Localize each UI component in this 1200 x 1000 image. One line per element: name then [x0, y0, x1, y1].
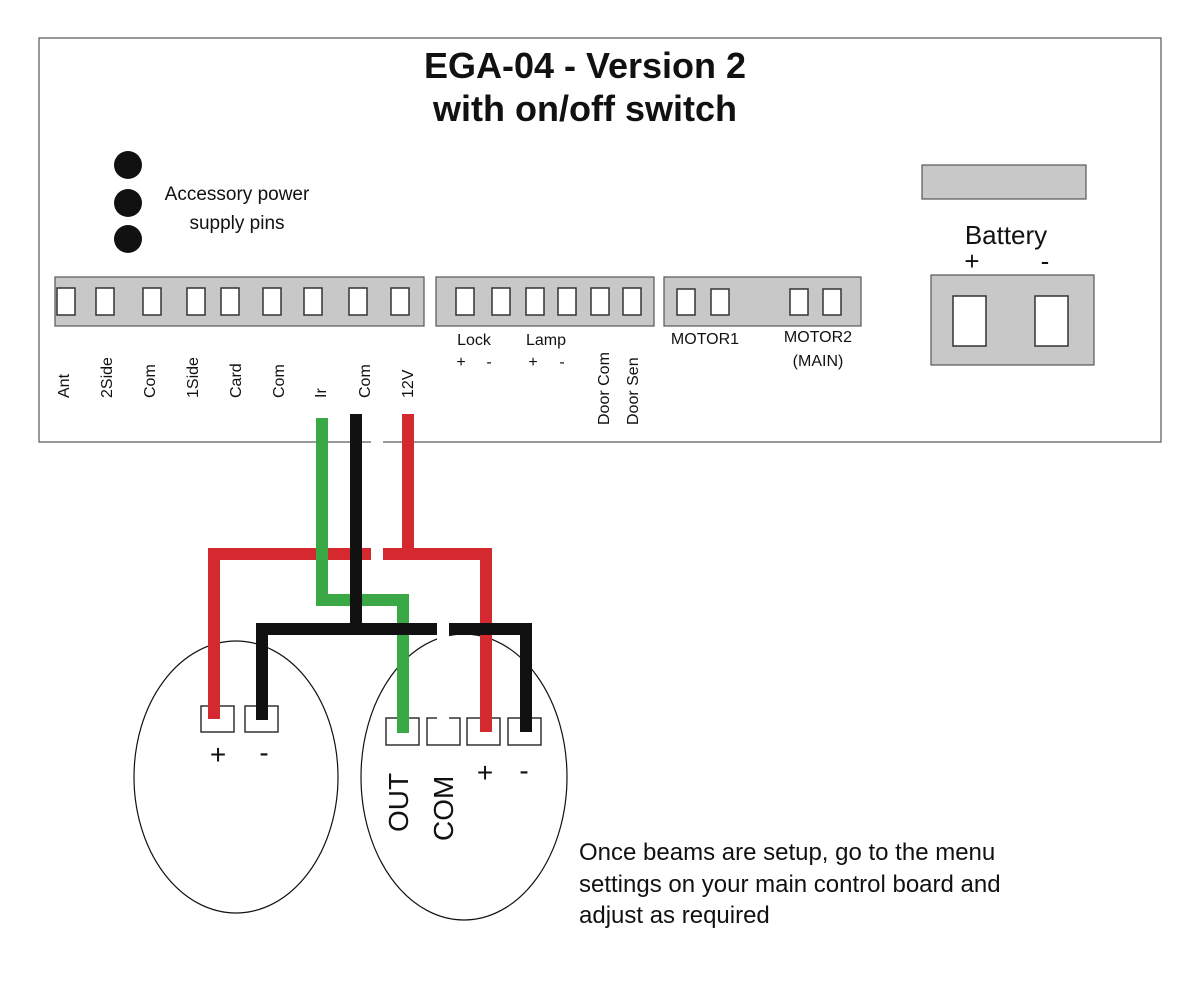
terminal-label-2side: 2Side	[99, 357, 116, 398]
main-terminal-slots	[56, 287, 410, 316]
motor2-label-line2: (MAIN)	[793, 353, 844, 370]
battery-plus-terminal	[952, 295, 987, 347]
battery-minus-terminal	[1034, 295, 1069, 347]
battery-plus-label: +	[964, 246, 979, 276]
tx-plus-label: +	[210, 739, 226, 770]
note-line2: settings on your main control board and	[579, 871, 1001, 898]
terminal-slot-2side	[95, 287, 115, 316]
terminal-slot-ant	[56, 287, 76, 316]
wiring	[208, 413, 532, 734]
battery-label: Battery	[965, 220, 1047, 250]
lock-label: Lock	[457, 332, 492, 349]
terminal-slot-com-1	[142, 287, 162, 316]
terminal-label-com-3: Com	[357, 364, 374, 398]
tx-minus-label: -	[259, 737, 268, 768]
lock-plus-label: +	[456, 354, 465, 371]
rx-out-label: OUT	[383, 773, 414, 832]
rx-minus-label: -	[519, 755, 528, 786]
motor-terminal-slots	[676, 288, 842, 316]
battery-minus-label: -	[1041, 246, 1050, 276]
door-com-label: Door Com	[596, 352, 613, 425]
accessory-pin-2	[114, 189, 142, 217]
green-wire	[316, 418, 409, 733]
beam-transmitter	[133, 640, 339, 914]
lock-lamp-terminal-slots	[455, 287, 642, 316]
board-title-line2: with on/off switch	[432, 88, 737, 129]
terminal-slot-1side	[186, 287, 206, 316]
terminal-slot-motor1-b	[710, 288, 730, 316]
terminal-label-ir: Ir	[313, 388, 330, 398]
terminal-slot-motor1-a	[676, 288, 696, 316]
terminal-slot-12v	[390, 287, 410, 316]
terminal-slot-lock-minus	[491, 287, 511, 316]
note-line3: adjust as required	[579, 902, 770, 929]
terminal-label-12v: 12V	[400, 369, 417, 398]
accessory-pin-1	[114, 151, 142, 179]
accessory-pin-3	[114, 225, 142, 253]
terminal-label-card: Card	[228, 363, 245, 398]
terminal-slot-motor2-b	[822, 288, 842, 316]
terminal-slot-lock-plus	[455, 287, 475, 316]
terminal-label-com-2: Com	[271, 364, 288, 398]
board-title-line1: EGA-04 - Version 2	[424, 45, 746, 86]
lamp-plus-label: +	[528, 354, 537, 371]
lock-minus-label: -	[486, 354, 491, 371]
terminal-slot-com-3	[348, 287, 368, 316]
terminal-slot-motor2-a	[789, 288, 809, 316]
white-wire	[371, 413, 449, 734]
terminal-label-com-1: Com	[142, 364, 159, 398]
terminal-slot-lamp-plus	[525, 287, 545, 316]
terminal-label-ant: Ant	[56, 373, 73, 398]
terminal-slot-lamp-minus	[557, 287, 577, 316]
control-board-outline	[38, 37, 1162, 443]
accessory-label-line1: Accessory power	[165, 184, 310, 205]
main-terminal-labels: Ant 2Side Com 1Side Card Com Ir Com 12V	[56, 357, 417, 398]
terminal-label-1side: 1Side	[185, 357, 202, 398]
lamp-minus-label: -	[559, 354, 564, 371]
motor1-label: MOTOR1	[671, 331, 739, 348]
door-sen-label: Door Sen	[625, 357, 642, 425]
lamp-label: Lamp	[526, 332, 566, 349]
terminal-slot-door-com	[590, 287, 610, 316]
rx-com-label: COM	[428, 776, 459, 841]
terminal-slot-com-2	[262, 287, 282, 316]
terminal-slot-ir	[303, 287, 323, 316]
motor2-label-line1: MOTOR2	[784, 329, 852, 346]
terminal-slot-door-sen	[622, 287, 642, 316]
on-off-switch	[921, 164, 1087, 200]
red-wire-path	[208, 414, 492, 732]
terminal-slot-card	[220, 287, 240, 316]
black-wire	[256, 414, 532, 732]
note-line1: Once beams are setup, go to the menu	[579, 839, 995, 866]
rx-plus-label: +	[477, 757, 493, 788]
accessory-label-line2: supply pins	[189, 213, 284, 234]
